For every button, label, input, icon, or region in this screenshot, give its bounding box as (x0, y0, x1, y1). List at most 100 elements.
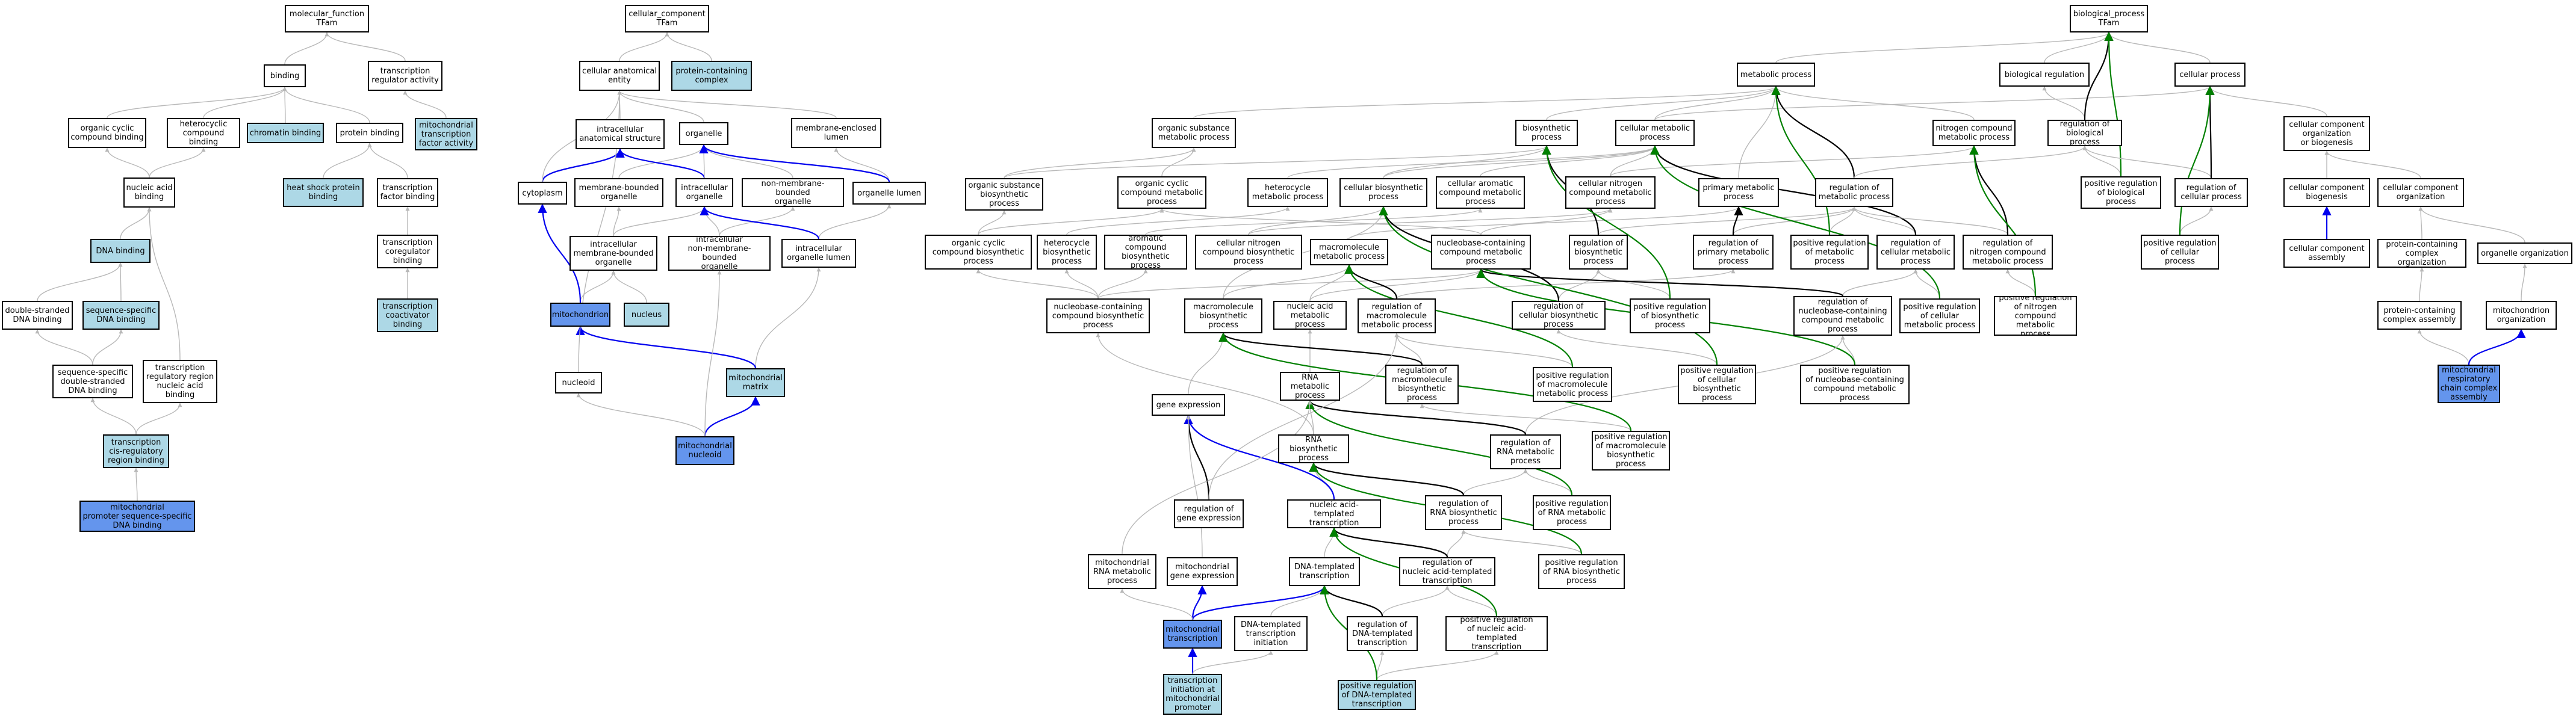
node-organic-cyclic-compound-metabolic-process[interactable]: organic cyclic compound metabolic proces… (1117, 176, 1206, 209)
node-intracellular-anatomical-structure[interactable]: intracellular anatomical structure (576, 119, 665, 149)
node-cellular-component-organization[interactable]: cellular component organization (2377, 178, 2464, 207)
node-dna-binding[interactable]: DNA binding (90, 239, 151, 263)
node-regulation-of-primary-metabolic-process[interactable]: regulation of primary metabolic process (1693, 235, 1774, 270)
node-cellular-biosynthetic-process[interactable]: cellular biosynthetic process (1339, 178, 1427, 207)
node-transcription-regulator-activity[interactable]: transcription regulator activity (368, 61, 442, 91)
node-protein-containing-complex[interactable]: protein-containing complex (671, 61, 752, 91)
node-positive-regulation-of-macromolecule-metabolic-process[interactable]: positive regulation of macromolecule met… (1533, 367, 1612, 402)
node-cellular-aromatic-compound-metabolic-process[interactable]: cellular aromatic compound metabolic pro… (1436, 176, 1525, 209)
node-cellular-anatomical-entity[interactable]: cellular anatomical entity (579, 61, 660, 91)
node-cellular-metabolic-process[interactable]: cellular metabolic process (1615, 120, 1695, 146)
node-protein-containing-complex-organization[interactable]: protein-containing complex organization (2377, 239, 2466, 268)
node-nucleic-acid-templated-transcription[interactable]: nucleic acid-templated transcription (1287, 499, 1381, 528)
node-positive-regulation-of-nitrogen-compound-metabolic-process[interactable]: positive regulation of nitrogen compound… (1994, 296, 2077, 336)
node-metabolic-process[interactable]: metabolic process (1737, 63, 1815, 87)
node-cellular-nitrogen-compound-metabolic-process[interactable]: cellular nitrogen compound metabolic pro… (1565, 176, 1656, 209)
node-mitochondrion-organization[interactable]: mitochondrion organization (2486, 301, 2557, 330)
node-positive-regulation-of-rna-biosynthetic-process[interactable]: positive regulation of RNA biosynthetic … (1538, 554, 1625, 589)
node-positive-regulation-of-dna-templated-transcription[interactable]: positive regulation of DNA-templated tra… (1338, 680, 1416, 710)
node-organic-cyclic-compound-biosynthetic-process[interactable]: organic cyclic compound biosynthetic pro… (925, 235, 1032, 270)
node-aromatic-compound-biosynthetic-process[interactable]: aromatic compound biosynthetic process (1104, 235, 1187, 270)
node-dna-templated-transcription-initiation[interactable]: DNA-templated transcription initiation (1234, 616, 1308, 651)
node-regulation-of-biological-process[interactable]: regulation of biological process (2047, 120, 2122, 146)
node-organelle[interactable]: organelle (679, 122, 728, 145)
node-regulation-of-metabolic-process[interactable]: regulation of metabolic process (1815, 178, 1893, 207)
node-organelle-lumen[interactable]: organelle lumen (852, 182, 926, 205)
node-membrane-bounded-organelle[interactable]: membrane-bounded organelle (574, 178, 663, 207)
node-positive-regulation-of-cellular-process[interactable]: positive regulation of cellular process (2141, 235, 2219, 270)
node-biological-regulation[interactable]: biological regulation (1999, 63, 2090, 87)
node-biological-process-tfam[interactable]: biological_process TFam (2070, 5, 2148, 32)
node-mitochondrial-promoter-sequence-specific-dna-binding[interactable]: mitochondrial promoter sequence-specific… (79, 501, 195, 532)
node-rna-metabolic-process[interactable]: RNA metabolic process (1280, 372, 1340, 401)
node-mitochondrial-rna-metabolic-process[interactable]: mitochondrial RNA metabolic process (1088, 554, 1156, 589)
node-regulation-of-nitrogen-compound-metabolic-process[interactable]: regulation of nitrogen compound metaboli… (1963, 235, 2053, 270)
node-nucleobase-containing-compound-biosynthetic-process[interactable]: nucleobase-containing compound biosynthe… (1046, 298, 1150, 333)
node-cytoplasm[interactable]: cytoplasm (518, 182, 567, 205)
node-protein-containing-complex-assembly[interactable]: protein-containing complex assembly (2377, 301, 2462, 330)
node-transcription-coregulator-binding[interactable]: transcription coregulator binding (377, 235, 438, 268)
node-heterocycle-biosynthetic-process[interactable]: heterocycle biosynthetic process (1037, 235, 1097, 270)
node-binding[interactable]: binding (264, 64, 306, 87)
node-protein-binding[interactable]: protein binding (336, 123, 403, 143)
node-transcription-initiation-at-mitochondrial-promoter[interactable]: transcription initiation at mitochondria… (1163, 674, 1222, 715)
node-nucleic-acid-binding[interactable]: nucleic acid binding (123, 177, 175, 208)
node-organelle-organization[interactable]: organelle organization (2477, 242, 2572, 264)
node-positive-regulation-of-metabolic-process[interactable]: positive regulation of metabolic process (1790, 235, 1869, 270)
node-positive-regulation-of-biosynthetic-process[interactable]: positive regulation of biosynthetic proc… (1630, 298, 1710, 333)
node-cellular-component-organization-or-biogenesis[interactable]: cellular component organization or bioge… (2283, 116, 2370, 151)
node-regulation-of-biosynthetic-process[interactable]: regulation of biosynthetic process (1569, 235, 1628, 270)
node-mitochondrial-transcription[interactable]: mitochondrial transcription (1163, 620, 1222, 649)
node-non-membrane-bounded-organelle[interactable]: non-membrane-bounded organelle (742, 178, 844, 207)
node-rna-biosynthetic-process[interactable]: RNA biosynthetic process (1278, 434, 1349, 463)
node-primary-metabolic-process[interactable]: primary metabolic process (1698, 178, 1779, 207)
node-positive-regulation-of-macromolecule-biosynthetic-process[interactable]: positive regulation of macromolecule bio… (1592, 431, 1670, 471)
node-organic-cyclic-compound-binding[interactable]: organic cyclic compound binding (68, 118, 146, 148)
node-mitochondrial-respiratory-chain-complex-assembly[interactable]: mitochondrial respiratory chain complex … (2438, 365, 2500, 403)
node-nucleus[interactable]: nucleus (624, 303, 669, 327)
node-regulation-of-rna-biosynthetic-process[interactable]: regulation of RNA biosynthetic process (1425, 495, 1502, 530)
node-organic-substance-metabolic-process[interactable]: organic substance metabolic process (1152, 118, 1236, 148)
node-cellular-nitrogen-compound-biosynthetic-process[interactable]: cellular nitrogen compound biosynthetic … (1195, 235, 1302, 270)
node-mitochondrion[interactable]: mitochondrion (550, 303, 610, 327)
node-macromolecule-biosynthetic-process[interactable]: macromolecule biosynthetic process (1184, 298, 1262, 333)
node-transcription-regulatory-region-nucleic-acid-binding[interactable]: transcription regulatory region nucleic … (143, 360, 217, 403)
node-positive-regulation-of-nucleobase-containing-compound-metabolic-process[interactable]: positive regulation of nucleobase-contai… (1800, 365, 1910, 404)
node-positive-regulation-of-nucleic-acid-templated-transcription[interactable]: positive regulation of nucleic acid-temp… (1445, 616, 1548, 651)
node-intracellular-organelle[interactable]: intracellular organelle (675, 178, 733, 207)
node-biosynthetic-process[interactable]: biosynthetic process (1515, 120, 1578, 146)
node-transcription-factor-binding[interactable]: transcription factor binding (377, 178, 438, 207)
node-heterocyclic-compound-binding[interactable]: heterocyclic compound binding (167, 118, 240, 148)
node-positive-regulation-of-rna-metabolic-process[interactable]: positive regulation of RNA metabolic pro… (1533, 495, 1611, 530)
node-molecular-function-tfam[interactable]: molecular_function TFam (285, 5, 369, 32)
node-transcription-cis-regulatory-region-binding[interactable]: transcription cis-regulatory region bind… (103, 434, 169, 468)
node-regulation-of-rna-metabolic-process[interactable]: regulation of RNA metabolic process (1490, 434, 1561, 469)
node-positive-regulation-of-biological-process[interactable]: positive regulation of biological proces… (2081, 176, 2161, 209)
node-organic-substance-biosynthetic-process[interactable]: organic substance biosynthetic process (965, 178, 1043, 211)
node-sequence-specific-dna-binding[interactable]: sequence-specific DNA binding (82, 301, 160, 330)
node-cellular-component-assembly[interactable]: cellular component assembly (2283, 239, 2370, 268)
node-intracellular-non-membrane-bounded-organelle[interactable]: intracellular non-membrane-bounded organ… (668, 236, 771, 271)
node-gene-expression[interactable]: gene expression (1152, 394, 1225, 416)
node-nucleobase-containing-compound-metabolic-process[interactable]: nucleobase-containing compound metabolic… (1431, 235, 1531, 270)
node-regulation-of-macromolecule-biosynthetic-process[interactable]: regulation of macromolecule biosynthetic… (1385, 365, 1459, 404)
node-cellular-component-tfam[interactable]: cellular_component TFam (625, 5, 709, 32)
node-chromatin-binding[interactable]: chromatin binding (247, 123, 324, 143)
node-sequence-specific-double-stranded-dna-binding[interactable]: sequence-specific double-stranded DNA bi… (52, 365, 133, 398)
node-mitochondrial-transcription-factor-activity[interactable]: mitochondrial transcription factor activ… (415, 118, 477, 150)
node-cellular-process[interactable]: cellular process (2174, 63, 2245, 87)
node-nitrogen-compound-metabolic-process[interactable]: nitrogen compound metabolic process (1932, 120, 2016, 146)
node-intracellular-organelle-lumen[interactable]: intracellular organelle lumen (781, 239, 856, 268)
node-regulation-of-macromolecule-metabolic-process[interactable]: regulation of macromolecule metabolic pr… (1358, 298, 1436, 333)
node-positive-regulation-of-cellular-metabolic-process[interactable]: positive regulation of cellular metaboli… (1899, 298, 1980, 333)
node-double-stranded-dna-binding[interactable]: double-stranded DNA binding (2, 301, 73, 330)
node-regulation-of-cellular-biosynthetic-process[interactable]: regulation of cellular biosynthetic proc… (1512, 301, 1606, 330)
node-regulation-of-dna-templated-transcription[interactable]: regulation of DNA-templated transcriptio… (1347, 616, 1418, 651)
node-intracellular-membrane-bounded-organelle[interactable]: intracellular membrane-bounded organelle (570, 236, 657, 271)
node-dna-templated-transcription[interactable]: DNA-templated transcription (1289, 557, 1360, 586)
node-mitochondrial-matrix[interactable]: mitochondrial matrix (726, 368, 785, 397)
node-mitochondrial-gene-expression[interactable]: mitochondrial gene expression (1167, 557, 1238, 586)
node-cellular-component-biogenesis[interactable]: cellular component biogenesis (2283, 178, 2370, 207)
node-regulation-of-nucleic-acid-templated-transcription[interactable]: regulation of nucleic acid-templated tra… (1399, 557, 1495, 586)
node-nucleoid[interactable]: nucleoid (555, 372, 602, 393)
